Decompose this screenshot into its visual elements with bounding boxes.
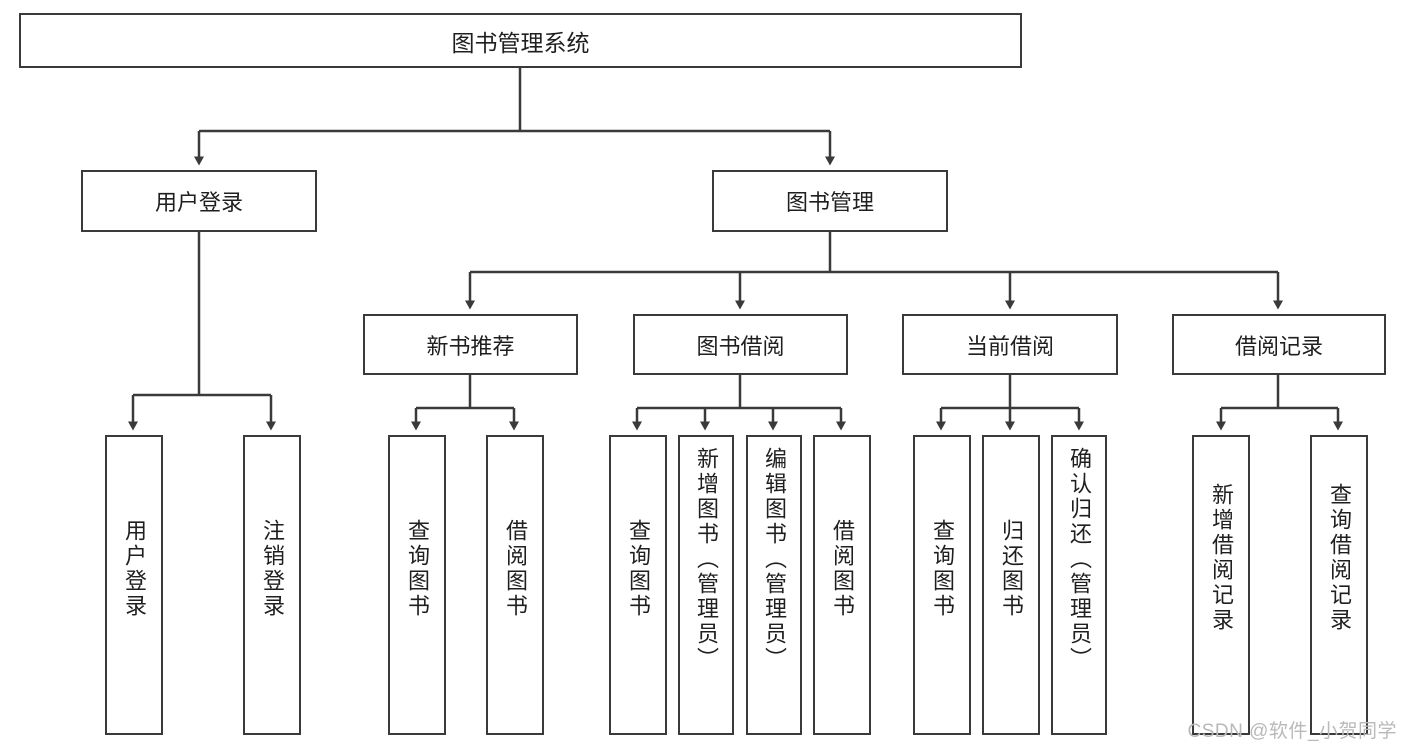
node-label: 图书借阅 [696, 333, 785, 359]
node-label: 查询图书 [930, 519, 955, 619]
node-user-login[interactable]: 用户登录 [81, 170, 317, 232]
leaf-current-confirm-return-admin[interactable]: 确认归还（管理员） [1051, 435, 1107, 735]
node-label: 用户登录 [154, 190, 243, 215]
leaf-current-query-book[interactable]: 查询图书 [913, 435, 971, 735]
leaf-record-query-borrow-record[interactable]: 查询借阅记录 [1310, 435, 1368, 735]
node-label: 编辑图书（管理员） [762, 447, 787, 672]
leaf-recommend-query-book[interactable]: 查询图书 [388, 435, 446, 735]
node-label: 当前借阅 [965, 333, 1054, 359]
node-book-management[interactable]: 图书管理 [712, 170, 948, 232]
node-label: 查询图书 [626, 519, 651, 619]
node-book-borrow[interactable]: 图书借阅 [633, 314, 848, 375]
leaf-record-add-borrow-record[interactable]: 新增借阅记录 [1192, 435, 1250, 735]
leaf-borrow-add-book-admin[interactable]: 新增图书（管理员） [678, 435, 734, 735]
node-label: 查询借阅记录 [1327, 483, 1352, 633]
node-label: 借阅记录 [1234, 333, 1323, 359]
node-label: 借阅图书 [830, 519, 855, 619]
node-borrow-record[interactable]: 借阅记录 [1172, 314, 1386, 375]
node-label: 借阅图书 [503, 519, 528, 619]
leaf-user-logout[interactable]: 注销登录 [243, 435, 301, 735]
node-current-borrow[interactable]: 当前借阅 [902, 314, 1118, 375]
node-new-book-recommend[interactable]: 新书推荐 [363, 314, 578, 375]
node-label: 图书管理系统 [451, 29, 590, 56]
node-root-book-management-system[interactable]: 图书管理系统 [19, 13, 1022, 68]
leaf-recommend-borrow-book[interactable]: 借阅图书 [486, 435, 544, 735]
node-label: 图书管理 [785, 190, 874, 215]
node-label: 注销登录 [260, 519, 285, 619]
node-label: 新增图书（管理员） [694, 447, 719, 672]
leaf-user-login-action[interactable]: 用户登录 [105, 435, 163, 735]
node-label: 查询图书 [405, 519, 430, 619]
watermark-credit: CSDN @软件_小贺同学 [1187, 721, 1397, 742]
leaf-borrow-edit-book-admin[interactable]: 编辑图书（管理员） [746, 435, 802, 735]
node-label: 新增借阅记录 [1209, 483, 1234, 633]
leaf-current-return-book[interactable]: 归还图书 [982, 435, 1040, 735]
leaf-borrow-query-book[interactable]: 查询图书 [609, 435, 667, 735]
leaf-borrow-borrow-book[interactable]: 借阅图书 [813, 435, 871, 735]
node-label: 新书推荐 [426, 333, 515, 359]
node-label: 归还图书 [999, 519, 1024, 619]
node-label: 用户登录 [122, 519, 147, 619]
node-label: 确认归还（管理员） [1067, 447, 1092, 672]
